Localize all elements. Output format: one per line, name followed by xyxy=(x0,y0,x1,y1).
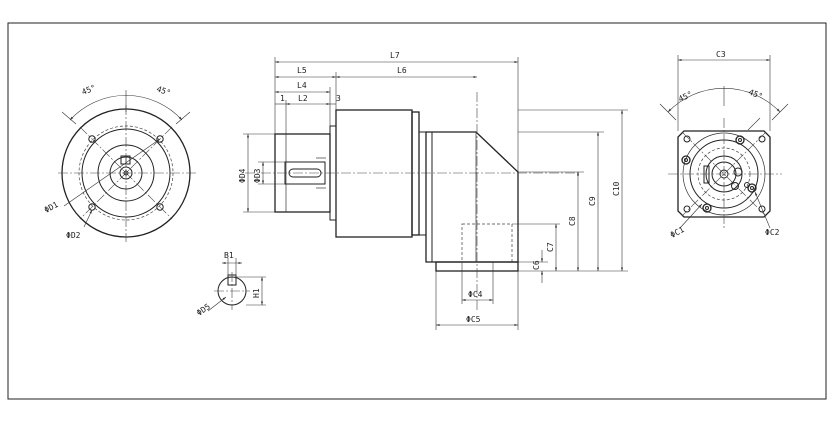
dim-label-d3: ΦD3 xyxy=(253,168,262,183)
output-flange-view xyxy=(659,55,789,230)
dim-label-c5: ΦC5 xyxy=(466,315,481,324)
dim-label-l6: L6 xyxy=(397,66,407,75)
dim-label-b1: B1 xyxy=(224,251,234,260)
angle-label-right-b: 45° xyxy=(747,88,764,102)
dim-label-c3: C3 xyxy=(716,50,726,59)
keyway-detail xyxy=(207,258,266,312)
angle-label-left-a: 45° xyxy=(80,83,97,97)
dim-label-l5: L5 xyxy=(297,66,307,75)
dim-label-c7: C7 xyxy=(546,242,555,252)
gearbox-side-view xyxy=(243,57,628,330)
angle-label-right-a: 45° xyxy=(677,90,694,104)
dim-label-d4: ΦD4 xyxy=(238,168,247,183)
dim-label-c6: C6 xyxy=(532,260,541,270)
dim-label-c8: C8 xyxy=(568,216,577,226)
dim-label-c2: ΦC2 xyxy=(765,228,780,237)
dim-label-d1: ΦD1 xyxy=(43,200,60,215)
dim-label-c9: C9 xyxy=(588,196,597,206)
angle-label-left-b: 45° xyxy=(155,84,172,97)
dim-label-c10: C10 xyxy=(612,181,621,196)
drawing-frame xyxy=(7,22,827,400)
dim-label-d2: ΦD2 xyxy=(66,231,81,240)
dim-label-l3: 3 xyxy=(336,94,341,103)
flange-front-view xyxy=(58,90,196,242)
dim-label-c4: ΦC4 xyxy=(468,290,483,299)
dim-label-d5: ΦD5 xyxy=(195,302,212,318)
dim-label-l4: L4 xyxy=(297,81,307,90)
dim-label-h1: H1 xyxy=(252,288,261,298)
dim-label-l7: L7 xyxy=(390,51,400,60)
dim-label-l2: L2 xyxy=(298,94,308,103)
dim-label-c1: ΦC1 xyxy=(669,225,686,240)
dim-label-l1: 1 xyxy=(280,94,285,103)
